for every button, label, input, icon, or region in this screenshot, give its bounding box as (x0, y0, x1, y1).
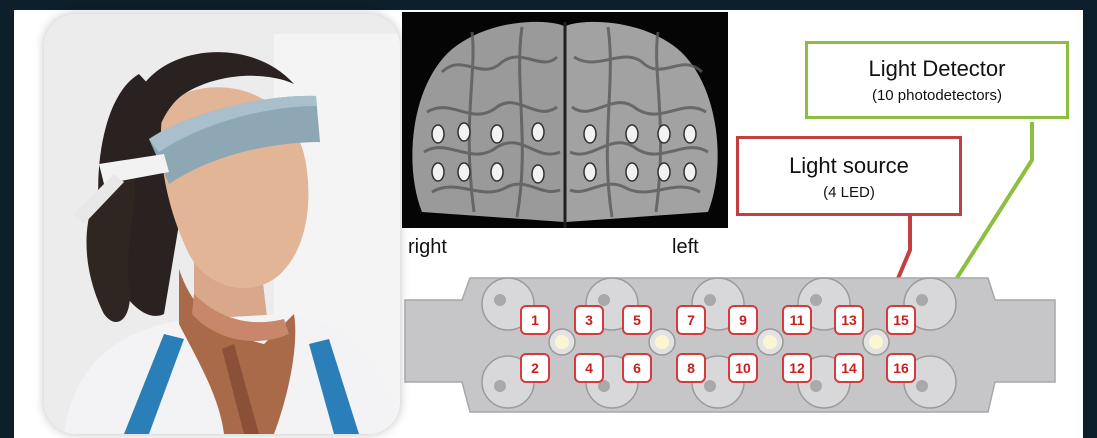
sensor-badge-12: 12 (782, 353, 812, 383)
sensor-badge-8: 8 (676, 353, 706, 383)
light-detector-title: Light Detector (808, 56, 1066, 82)
sensor-badge-6: 6 (622, 353, 652, 383)
sensor-badge-14: 14 (834, 353, 864, 383)
sensor-badge-9: 9 (728, 305, 758, 335)
sensor-badge-15: 15 (886, 305, 916, 335)
sensor-badge-4: 4 (574, 353, 604, 383)
sensor-badge-13: 13 (834, 305, 864, 335)
sensor-badge-5: 5 (622, 305, 652, 335)
light-source-subtitle: (4 LED) (739, 184, 959, 201)
light-detector-subtitle: (10 photodetectors) (808, 87, 1066, 104)
sensor-badge-7: 7 (676, 305, 706, 335)
sensor-badge-1: 1 (520, 305, 550, 335)
light-source-title: Light source (739, 153, 959, 179)
sensor-badge-2: 2 (520, 353, 550, 383)
sensor-pad (400, 270, 1060, 420)
sensor-badge-10: 10 (728, 353, 758, 383)
light-detector-box: Light Detector (10 photodetectors) (805, 41, 1069, 119)
sensor-badge-3: 3 (574, 305, 604, 335)
sensor-badge-11: 11 (782, 305, 812, 335)
sensor-badge-16: 16 (886, 353, 916, 383)
light-source-box: Light source (4 LED) (736, 136, 962, 216)
